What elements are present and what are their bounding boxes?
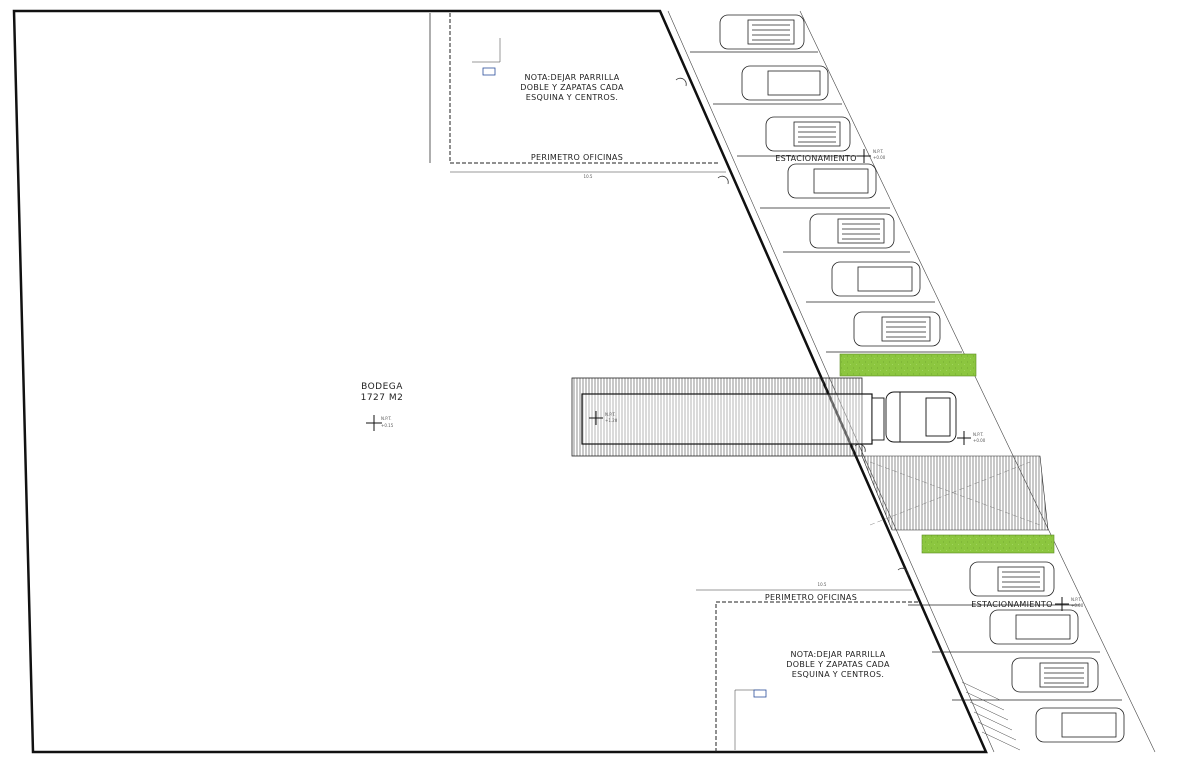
office-top-note-1: NOTA:DEJAR PARRILLA bbox=[524, 73, 619, 82]
car bbox=[741, 65, 829, 101]
office-top-perimeter: PERIMETRO OFICINAS bbox=[531, 153, 623, 162]
car bbox=[853, 311, 941, 347]
car bbox=[831, 261, 921, 297]
warehouse-name: BODEGA bbox=[361, 382, 403, 392]
level-marker-parking-bottom bbox=[1055, 597, 1069, 611]
level-marker-parking-mid bbox=[957, 431, 971, 445]
dock-level-value: +1.20 bbox=[605, 418, 618, 423]
warehouse-area: 1727 M2 bbox=[361, 393, 404, 403]
level-marker-dock bbox=[589, 411, 603, 425]
office-top-note-3: ESQUINA Y CENTROS. bbox=[526, 93, 618, 102]
parking-top-level-label: N.P.T. bbox=[873, 149, 884, 154]
truck-cab bbox=[871, 391, 957, 443]
office-bottom-note-3: ESQUINA Y CENTROS. bbox=[792, 670, 884, 679]
office-bottom-note-1: NOTA:DEJAR PARRILLA bbox=[790, 650, 885, 659]
truck-dock bbox=[571, 377, 1049, 531]
parking-bottom-label: ESTACIONAMIENTO bbox=[971, 600, 1052, 609]
car bbox=[1035, 707, 1125, 743]
car bbox=[969, 561, 1055, 597]
office-bottom-width-dim: 10.5 bbox=[818, 582, 827, 587]
parking-top-level-value: +0.00 bbox=[873, 155, 886, 160]
ramp-stairs bbox=[961, 681, 1021, 751]
parking-mid-level-label: N.P.T. bbox=[973, 432, 984, 437]
office-top-width-dim: 10.5 bbox=[584, 174, 593, 179]
office-bottom-note-2: DOBLE Y ZAPATAS CADA bbox=[786, 660, 890, 669]
parking-top-label: ESTACIONAMIENTO bbox=[775, 154, 856, 163]
car bbox=[989, 609, 1079, 645]
green-area-top bbox=[839, 353, 977, 377]
car bbox=[787, 163, 877, 199]
level-marker-parking-top bbox=[857, 149, 871, 163]
dock-level-label: N.P.T. bbox=[605, 412, 616, 417]
level-marker-warehouse bbox=[366, 415, 382, 431]
car bbox=[1011, 657, 1099, 693]
office-top bbox=[429, 13, 726, 173]
warehouse-level-value: +0.15 bbox=[381, 423, 394, 428]
car bbox=[719, 14, 805, 50]
wall-markers bbox=[675, 77, 909, 577]
warehouse-level-label: N.P.T. bbox=[381, 416, 392, 421]
car bbox=[765, 116, 851, 152]
parking-stalls bbox=[690, 51, 1122, 701]
office-bottom bbox=[696, 589, 918, 752]
parking-mid-level-value: +0.00 bbox=[973, 438, 986, 443]
parked-cars bbox=[719, 14, 1125, 743]
car bbox=[809, 213, 895, 249]
office-bottom-perimeter: PERIMETRO OFICINAS bbox=[765, 593, 857, 602]
parking-bottom-level-label: N.P.T. bbox=[1071, 597, 1082, 602]
office-top-note-2: DOBLE Y ZAPATAS CADA bbox=[520, 83, 624, 92]
green-area-bottom bbox=[921, 534, 1055, 554]
parking-bottom-level-value: +0.00 bbox=[1071, 603, 1084, 608]
